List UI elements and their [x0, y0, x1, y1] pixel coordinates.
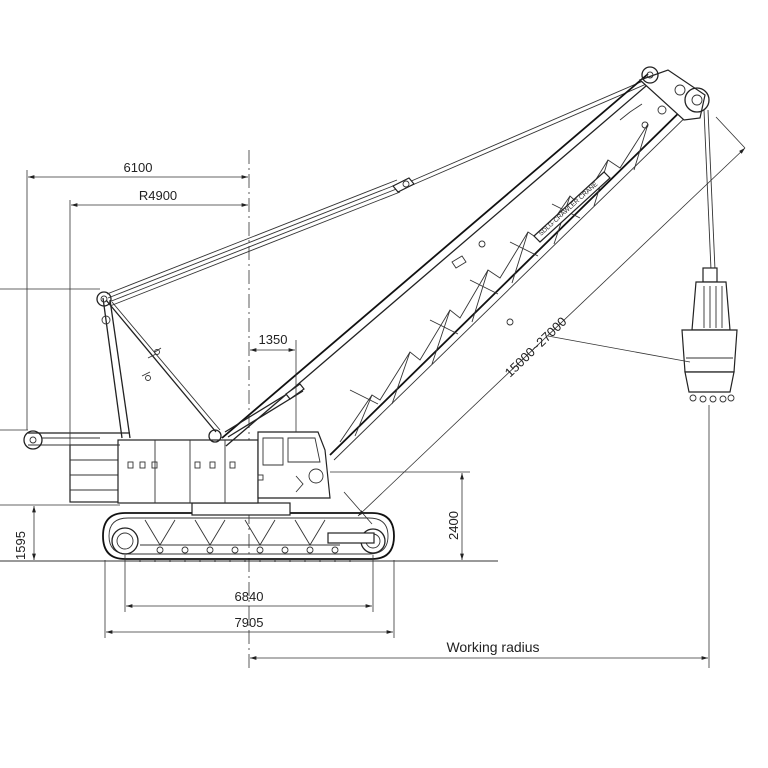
- dim-working-radius: [249, 405, 710, 668]
- boom-head: [638, 66, 710, 129]
- lattice-boom: SDLG·CRAWLER CRANE: [208, 73, 699, 461]
- gantry-a-frame: [96, 291, 221, 439]
- dim-boom-length: [343, 116, 746, 525]
- operator-cab: [257, 431, 331, 499]
- dim-6100: [26, 170, 248, 430]
- hoist-rope: [703, 109, 716, 271]
- dim-1595: [0, 429, 120, 560]
- dim-7905: [104, 560, 395, 638]
- counterweight: [69, 444, 121, 503]
- dim-1595-label: 1595: [13, 531, 28, 560]
- pendant-ropes: [106, 77, 652, 307]
- dim-7905-label: 7905: [235, 615, 264, 630]
- grab-bucket: [681, 267, 738, 403]
- dim-1350: [249, 340, 297, 432]
- dim-r4900: [69, 200, 248, 445]
- dim-1350-label: 1350: [259, 332, 288, 347]
- rear-sheave: [23, 430, 43, 450]
- boom-plate-text: SDLG·CRAWLER CRANE: [538, 181, 600, 238]
- boom-head-sheave: [684, 87, 710, 113]
- dim-6840: [124, 555, 374, 612]
- working-radius-label: Working radius: [446, 639, 539, 655]
- dim-2400: [330, 471, 470, 560]
- gantry-top-sheave: [96, 291, 112, 307]
- dim-r4900-label: R4900: [139, 188, 177, 203]
- idler-wheel: [111, 527, 139, 555]
- dim-6100-label: 6100: [124, 160, 153, 175]
- upperstructure: [117, 439, 259, 504]
- boom-foot-pin: [208, 429, 222, 443]
- dim-2400-label: 2400: [446, 511, 461, 540]
- crawler-track: [102, 512, 395, 562]
- dim-6840-label: 6840: [235, 589, 264, 604]
- carbody: [191, 502, 291, 516]
